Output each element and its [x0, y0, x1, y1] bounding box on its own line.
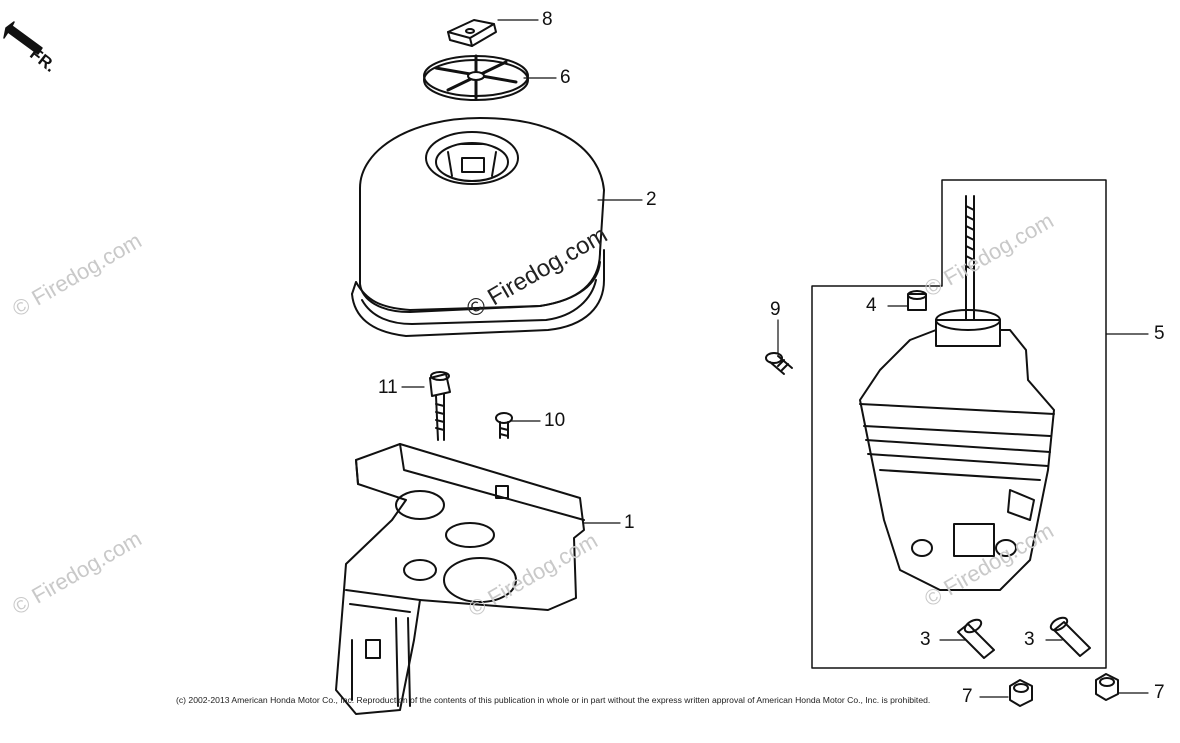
- callout-7b: 7: [1154, 682, 1165, 703]
- callout-7a: 7: [962, 686, 973, 707]
- assembly-box-part-5: [811, 179, 1107, 669]
- callout-11: 11: [378, 377, 398, 398]
- sleeve-part-3-left: [957, 618, 995, 659]
- leader-lines: [401, 19, 1149, 698]
- callout-4: 4: [866, 295, 877, 316]
- nut-part-7-left: [1009, 679, 1033, 707]
- sleeve-part-3-right: [1049, 616, 1091, 657]
- callout-8: 8: [542, 9, 553, 30]
- stud-bolt: [965, 195, 975, 321]
- callout-6: 6: [560, 67, 571, 88]
- collar-part-4: [907, 290, 927, 311]
- fitting-part-9: [765, 352, 793, 375]
- callout-10: 10: [544, 410, 566, 431]
- nut-part-7-right: [1095, 673, 1119, 701]
- bolt-part-11: [429, 371, 451, 441]
- bracket-part-1: [335, 443, 585, 715]
- callout-9: 9: [770, 299, 781, 320]
- callout-3a: 3: [920, 629, 931, 650]
- callout-5: 5: [1154, 323, 1165, 344]
- copyright-notice: (c) 2002-2013 American Honda Motor Co., …: [176, 695, 931, 705]
- air-filter-element-part-2: [351, 117, 605, 337]
- callout-2: 2: [646, 189, 657, 210]
- front-arrow-icon: [3, 21, 43, 55]
- air-cleaner-case-part-5: [859, 309, 1055, 591]
- wing-nut-part-8: [447, 19, 497, 47]
- cover-plate-part-6: [423, 54, 529, 101]
- screw-part-10: [495, 412, 513, 439]
- callout-3b: 3: [1024, 629, 1035, 650]
- callout-1: 1: [624, 512, 635, 533]
